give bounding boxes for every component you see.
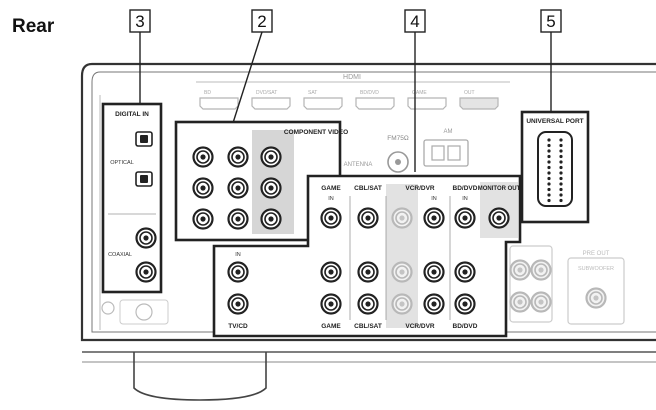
in-label-game: IN xyxy=(328,196,334,202)
digital-in-label: DIGITAL IN xyxy=(115,111,149,118)
universal-port-pin xyxy=(559,160,563,164)
callout-2: 2 xyxy=(231,9,273,127)
subwoofer-jack[interactable] xyxy=(585,287,607,309)
optical-port-2-icon xyxy=(140,175,148,183)
in-label-bd: IN xyxy=(462,196,468,202)
fm-antenna-jack[interactable] xyxy=(387,151,409,173)
callout-5: 5 xyxy=(540,9,562,112)
universal-port-pin xyxy=(547,149,551,153)
group-cbl-sat-bottom: CBL/SAT xyxy=(354,323,382,330)
universal-port-pin xyxy=(547,182,551,186)
chassis xyxy=(80,62,656,401)
optical-port-1-icon xyxy=(140,135,148,143)
universal-port-pin xyxy=(547,198,551,203)
callout-5-label: 5 xyxy=(546,12,555,31)
callout-4: 4 xyxy=(404,9,426,172)
antenna-section: FM75Ω ANTENNA AM xyxy=(344,129,469,173)
in-label-vcr: IN xyxy=(431,196,437,202)
coaxial-label: COAXIAL xyxy=(108,252,132,258)
pre-out-label: PRE OUT xyxy=(583,251,610,257)
group-vcr-dvr-top: VCR/DVR xyxy=(405,185,435,192)
universal-port-pin xyxy=(547,160,551,164)
universal-port-pin xyxy=(559,154,563,159)
heading: Rear xyxy=(12,16,55,37)
universal-port-pin xyxy=(547,193,551,197)
universal-port-pin xyxy=(547,165,551,170)
component-video-label: COMPONENT VIDEO xyxy=(284,129,348,136)
hdmi-port[interactable] xyxy=(303,97,343,110)
universal-port-pins xyxy=(547,138,563,203)
am-antenna-terminal[interactable] xyxy=(423,139,469,167)
universal-port-label: UNIVERSAL PORT xyxy=(526,118,583,125)
universal-port-pin xyxy=(547,138,551,142)
group-bd-dvd-bottom: BD/DVD xyxy=(453,323,478,330)
hdmi-port[interactable] xyxy=(407,97,447,110)
hdmi-port[interactable] xyxy=(199,97,239,110)
universal-port-pin xyxy=(559,138,563,142)
callout-4-label: 4 xyxy=(410,12,419,31)
hdmi-port[interactable] xyxy=(355,97,395,110)
group-tv-cd: TV/CD xyxy=(228,323,248,330)
universal-port-pin xyxy=(547,187,551,192)
universal-port-pin xyxy=(559,176,563,181)
monitor-out-label: MONITOR OUT xyxy=(478,186,521,192)
am-antenna-label: AM xyxy=(444,129,453,135)
universal-port-pin xyxy=(547,154,551,159)
group-bd-dvd-top: BD/DVD xyxy=(453,185,478,192)
universal-port-pin xyxy=(559,198,563,203)
screw-icon xyxy=(101,301,115,315)
universal-port-pin xyxy=(559,193,563,197)
av-inputs-section: GAME CBL/SAT VCR/DVR BD/DVD MONITOR OUT … xyxy=(212,174,522,338)
universal-port-pin xyxy=(559,149,563,153)
universal-port-pin xyxy=(547,176,551,181)
universal-port-pin xyxy=(559,171,563,175)
signal-ground-plate xyxy=(119,299,169,325)
universal-port-pin xyxy=(559,182,563,186)
digital-in-section: DIGITAL IN OPTICAL COAXIAL xyxy=(101,102,163,294)
universal-port-pin xyxy=(547,171,551,175)
callout-2-label: 2 xyxy=(257,12,266,31)
callout-3-label: 3 xyxy=(135,12,144,31)
optical-label: OPTICAL xyxy=(110,160,134,166)
group-game-bottom: GAME xyxy=(321,323,341,330)
universal-port-connector[interactable] xyxy=(537,131,573,207)
in-label-tv: IN xyxy=(235,252,241,258)
fm-antenna-label: FM75Ω xyxy=(387,135,409,142)
hdmi-port-label: BD xyxy=(204,90,211,96)
group-game-top: GAME xyxy=(321,185,341,192)
hdmi-port-label: BD/DVD xyxy=(360,90,379,96)
faded-right-terminals: PRE OUT SUBWOOFER xyxy=(509,245,625,325)
group-cbl-sat-top: CBL/SAT xyxy=(354,185,382,192)
hdmi-port-label: DVD/SAT xyxy=(256,90,277,96)
universal-port-pin xyxy=(559,143,563,148)
hdmi-port[interactable] xyxy=(251,97,291,110)
callout-3: 3 xyxy=(129,9,151,104)
universal-port-pin xyxy=(547,143,551,148)
antenna-label: ANTENNA xyxy=(344,162,373,168)
coaxial-jack-1[interactable] xyxy=(135,227,157,249)
hdmi-port-label: SAT xyxy=(308,90,317,96)
hdmi-port-label: OUT xyxy=(464,90,475,96)
hdmi-port-label: GAME xyxy=(412,90,427,96)
coaxial-jack-2[interactable] xyxy=(135,261,157,283)
universal-port-pin xyxy=(559,187,563,192)
ground-terminal-icon xyxy=(135,303,153,321)
universal-port-section: UNIVERSAL PORT xyxy=(520,110,590,224)
hdmi-title: HDMI xyxy=(343,74,361,81)
subwoofer-label: SUBWOOFER xyxy=(578,266,614,272)
hdmi-section: HDMI BD DVD/SAT SAT BD/DVD GAME OUT xyxy=(196,74,510,110)
group-vcr-dvr-bottom: VCR/DVR xyxy=(405,323,435,330)
hdmi-port[interactable] xyxy=(459,97,499,110)
universal-port-pin xyxy=(559,165,563,170)
